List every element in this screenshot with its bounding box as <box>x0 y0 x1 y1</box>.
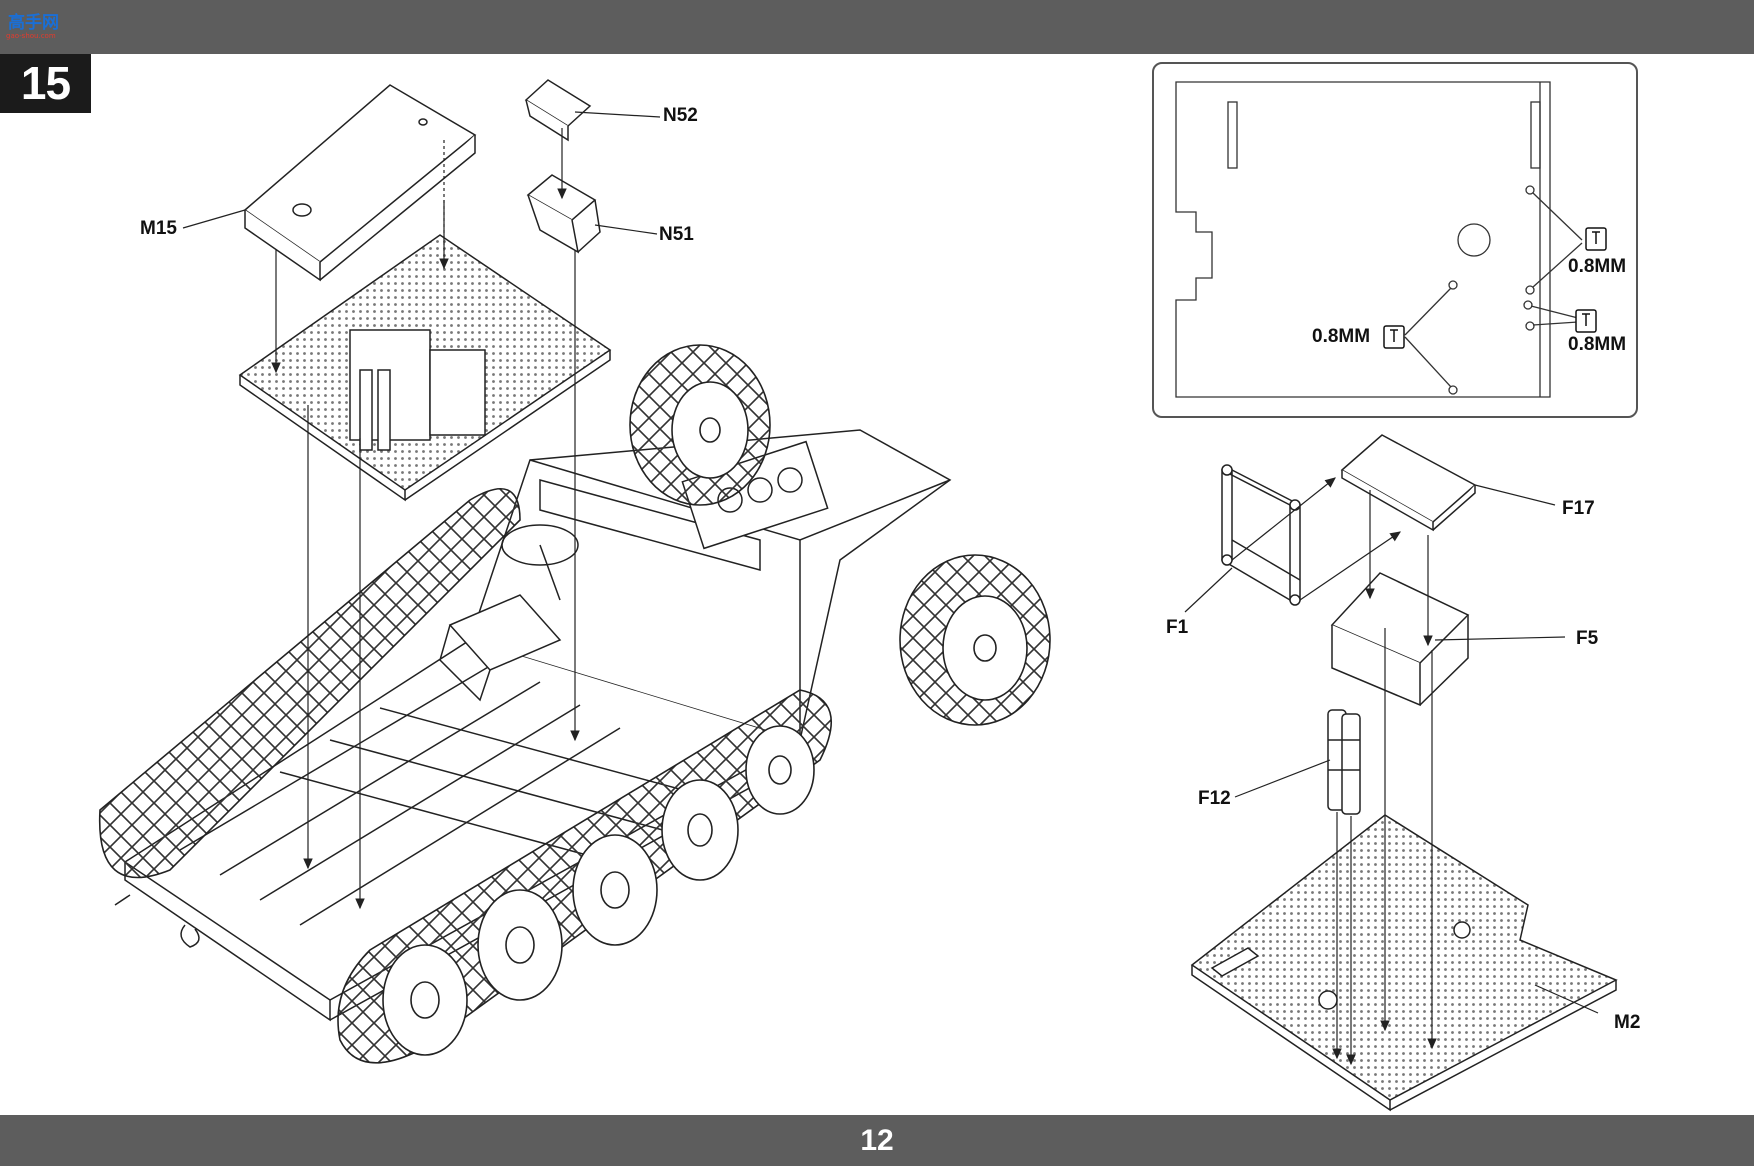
label-f17: F17 <box>1562 498 1595 519</box>
part-m2-floor <box>1190 814 1618 1112</box>
part-f1-frame <box>1221 464 1301 606</box>
label-f1: F1 <box>1166 617 1189 638</box>
step-number: 15 <box>0 54 91 113</box>
drill-size-left: 0.8MM <box>1312 326 1371 347</box>
inset-floor-detail <box>1175 81 1583 398</box>
part-f17 <box>1340 434 1477 532</box>
label-n51: N51 <box>659 224 694 245</box>
bottom-footer-bar <box>0 1115 1754 1166</box>
left-track <box>98 488 521 879</box>
label-n52: N52 <box>663 105 698 126</box>
part-m15-plate <box>243 84 477 282</box>
drill-size-right-bottom: 0.8MM <box>1568 334 1627 355</box>
part-floor-plate <box>238 234 612 502</box>
label-f5: F5 <box>1576 628 1599 649</box>
logo-text: 高手网 <box>8 13 59 32</box>
page-number: 12 <box>860 1124 894 1157</box>
label-f12: F12 <box>1198 788 1231 809</box>
top-header-bar <box>0 0 1754 54</box>
site-logo: 高手网 gao-shou.com <box>4 6 74 40</box>
part-f12 <box>1327 709 1361 815</box>
drill-size-right-top: 0.8MM <box>1568 256 1627 277</box>
inset-detail-frame <box>1152 62 1638 418</box>
label-m2: M2 <box>1614 1012 1641 1033</box>
logo-subtext: gao-shou.com <box>6 32 56 40</box>
label-m15: M15 <box>140 218 177 239</box>
part-n52 <box>524 79 592 142</box>
drill-bit-icon <box>1383 227 1607 349</box>
part-f5-box <box>1330 572 1470 707</box>
part-n51 <box>526 174 601 254</box>
road-wheels <box>382 725 815 1056</box>
front-wheels <box>629 344 1051 726</box>
